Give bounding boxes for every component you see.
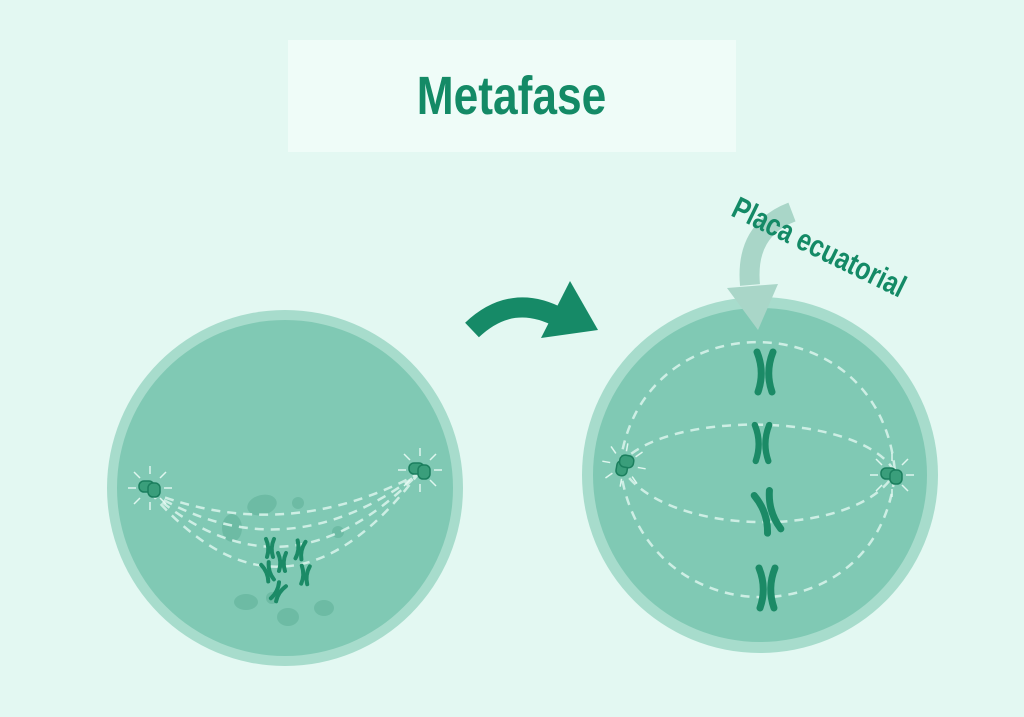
centrosome-icon (127, 465, 173, 511)
title-box: Metafase (288, 40, 736, 152)
curved-arrow-icon (465, 281, 598, 338)
centrosome-icon (869, 452, 915, 498)
centrosome-icon (397, 447, 443, 493)
pointer-arrow-icon (727, 202, 796, 330)
cell-left (107, 310, 463, 666)
cell-right (582, 297, 938, 653)
diagram-title: Metafase (417, 66, 607, 126)
